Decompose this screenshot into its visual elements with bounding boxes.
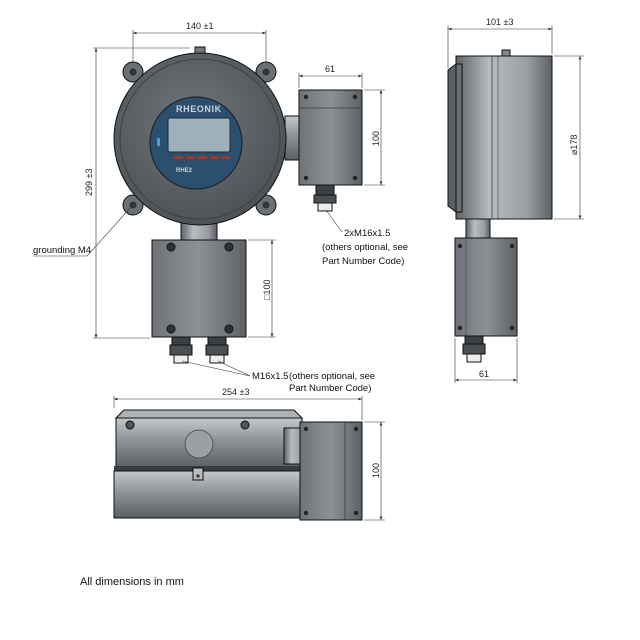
footer-note: All dimensions in mm <box>80 576 184 588</box>
dim-junction-width: 61 <box>325 64 335 74</box>
side-cylinder <box>455 55 553 220</box>
dim-front-width: 140 ±1 <box>186 21 213 31</box>
note-gland-top-3: Part Number Code) <box>322 256 404 267</box>
note-grounding: grounding M4 <box>33 245 91 256</box>
logo-text: RHEONIK <box>176 104 222 114</box>
display-screen <box>167 117 231 153</box>
side-lower-box <box>454 237 518 337</box>
bottom-view: 254 ±3 100 <box>113 387 385 521</box>
note-gland-top-1: 2xM16x1.5 <box>344 228 390 239</box>
note-gland-bottom-1: M16x1.5 <box>252 371 288 382</box>
dim-bottom-height: 100 <box>371 463 381 478</box>
dim-side-diameter: ⌀178 <box>569 135 579 155</box>
dim-junction-height: 100 <box>371 131 381 146</box>
dim-side-box-width: 61 <box>479 369 489 379</box>
note-gland-top-2: (others optional, see <box>322 242 408 253</box>
bottom-lower-ring <box>113 470 305 519</box>
dim-lower-box: □100 <box>262 280 272 300</box>
dim-side-width: 101 ±3 <box>486 17 513 27</box>
side-view: 101 ±3 ⌀178 61 <box>447 17 584 383</box>
note-gland-bottom-2: Part Number Code) <box>289 383 371 394</box>
display-keys <box>174 156 230 159</box>
dim-front-height: 299 ±3 <box>84 169 94 196</box>
side-gland <box>462 335 486 363</box>
front-bottom-glands <box>169 336 229 364</box>
front-lower-box <box>151 239 247 338</box>
dim-bottom-length: 254 ±3 <box>222 387 249 397</box>
front-top-gland <box>313 184 337 212</box>
display-label: RHE2 <box>176 168 193 174</box>
led-indicator <box>157 138 160 146</box>
bottom-junction-box <box>299 421 363 521</box>
front-junction-box <box>298 89 363 186</box>
note-gland-bottom-1b: (others optional, see <box>289 371 375 382</box>
front-view: RHEONIK RHE2 <box>33 21 408 394</box>
bottom-port <box>184 429 214 459</box>
side-bezel <box>447 63 457 213</box>
